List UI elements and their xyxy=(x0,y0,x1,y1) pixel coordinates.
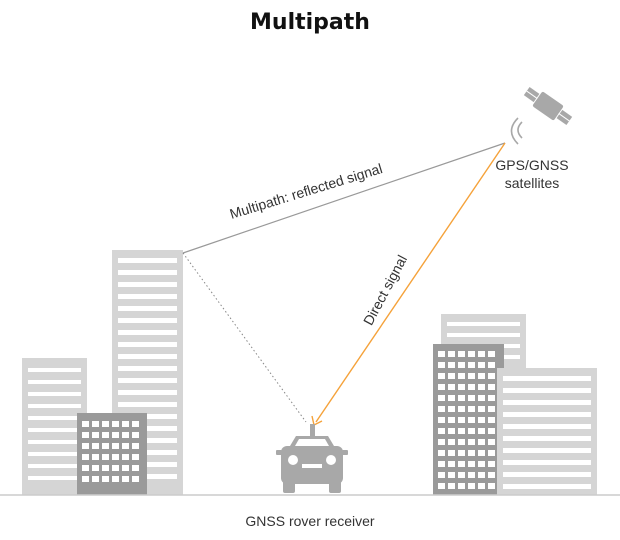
building-left-dark xyxy=(77,413,147,495)
building-right-dark xyxy=(433,344,504,495)
direct-signal-line xyxy=(315,142,506,423)
building-left-small xyxy=(22,358,87,495)
building-right-front xyxy=(497,368,597,495)
diagram-title: Multipath xyxy=(250,10,370,35)
satellite-icon xyxy=(510,86,573,145)
reflected-signal-line xyxy=(182,142,506,254)
reflected-signal-bounce-line xyxy=(182,252,307,423)
satellite-label-line2: satellites xyxy=(504,175,560,191)
receiver-label: GNSS rover receiver xyxy=(245,513,375,529)
building-tall-reflector xyxy=(112,250,183,495)
satellite-label-line1: GPS/GNSS xyxy=(495,157,569,173)
satellite-label: GPS/GNSS satellites xyxy=(482,156,582,192)
car-icon xyxy=(276,424,348,493)
